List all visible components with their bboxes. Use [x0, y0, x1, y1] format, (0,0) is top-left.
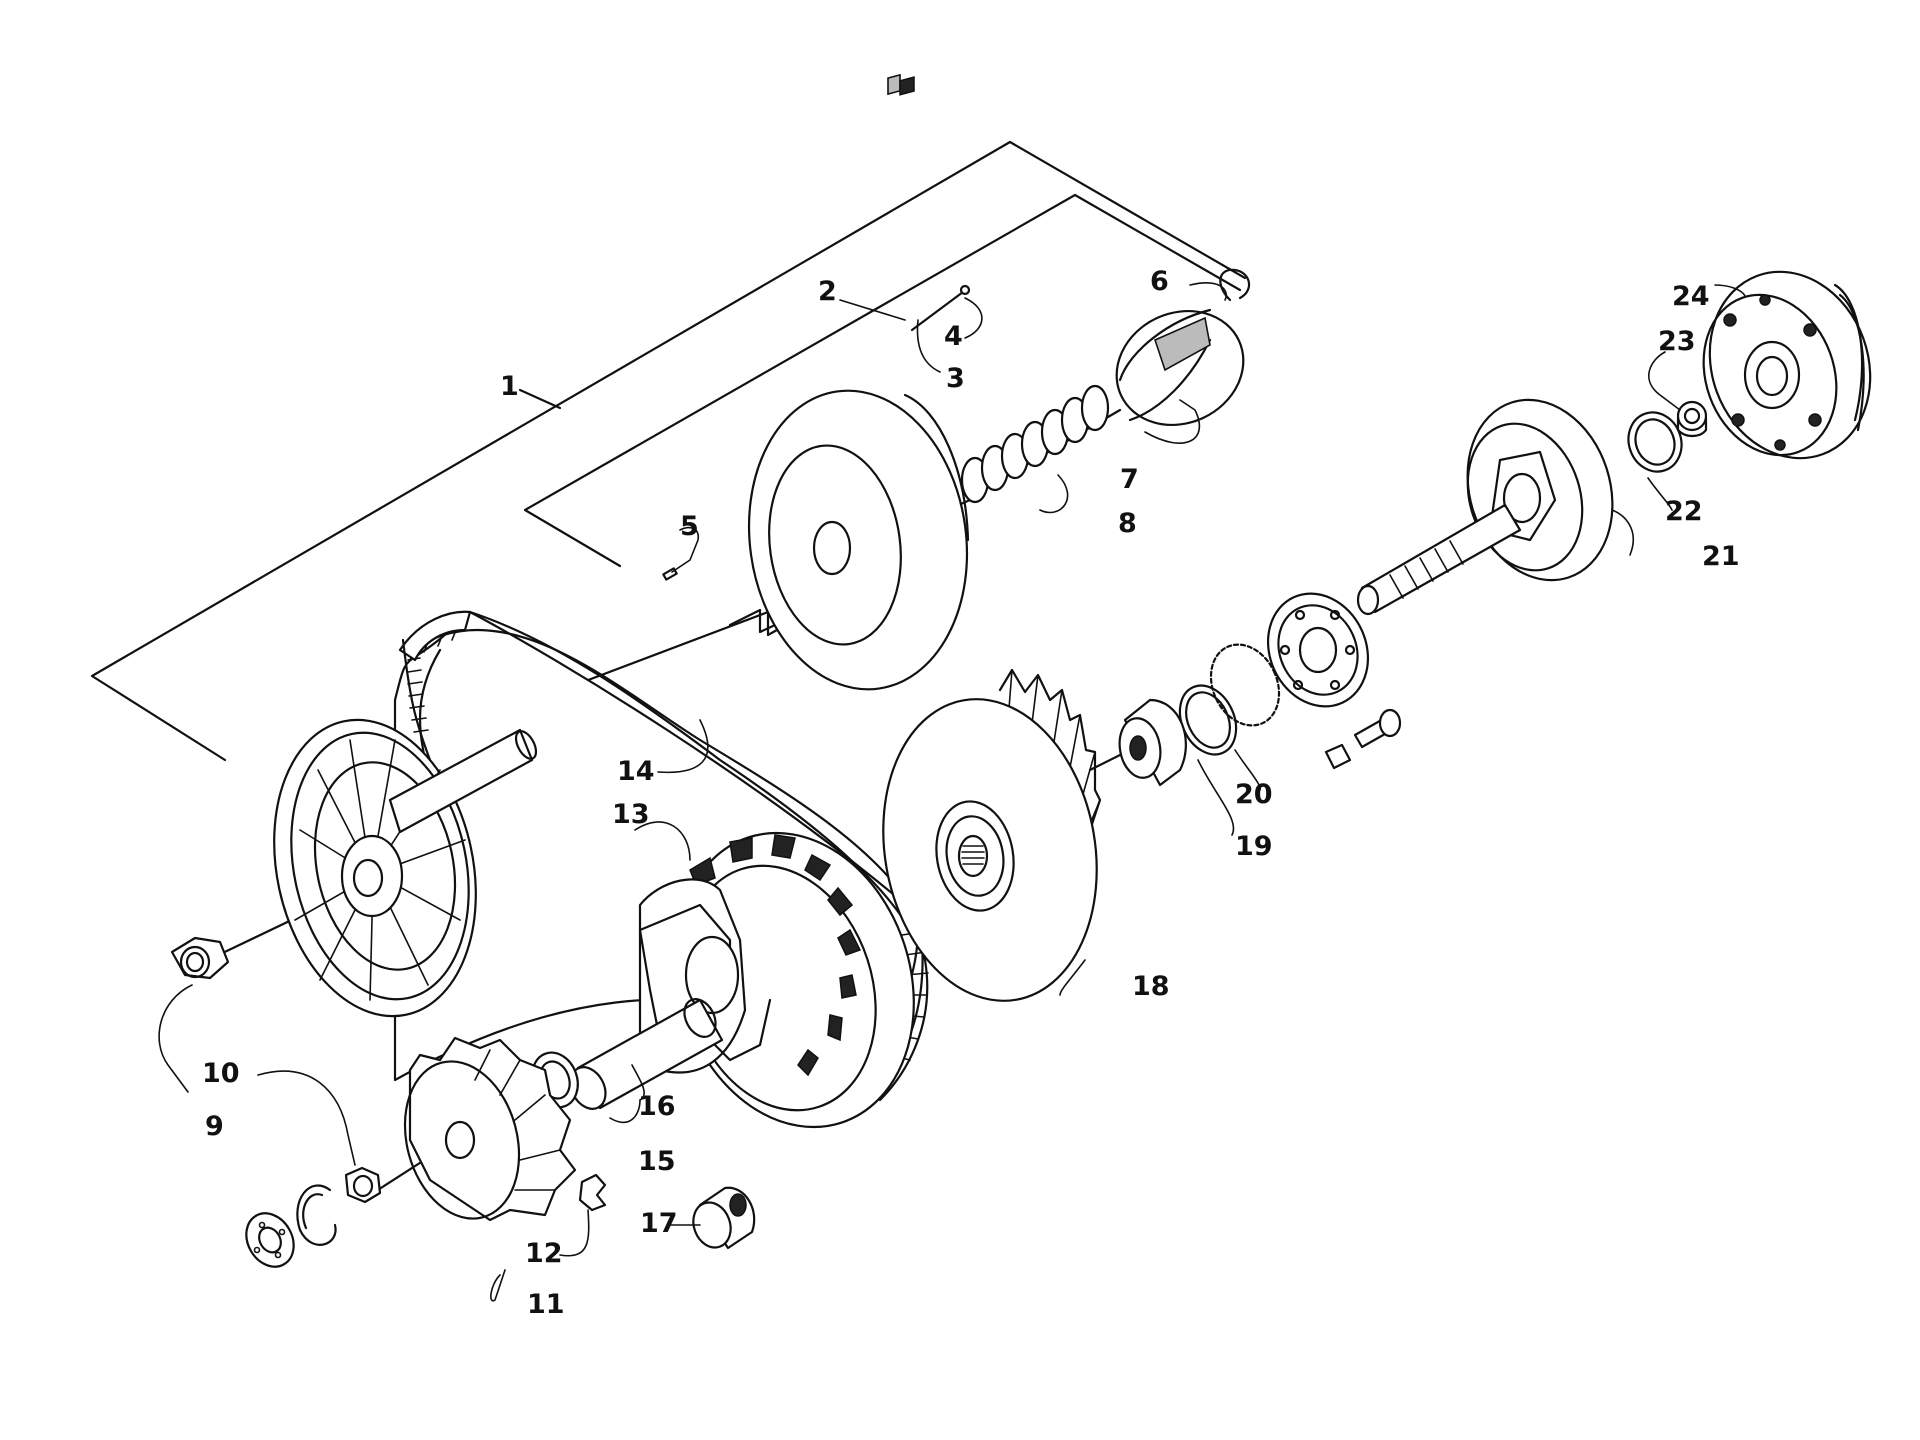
callout-5: 5 [680, 511, 699, 542]
callout-3: 3 [946, 363, 965, 394]
part-16-shaft-sleeve [569, 998, 724, 1110]
bearing-lower [245, 1212, 295, 1268]
part-22-o-ring [1627, 411, 1683, 473]
callout-9: 9 [205, 1111, 224, 1142]
callout-19: 19 [1235, 831, 1273, 862]
part-9-nut [170, 936, 230, 980]
part-23-bushing [1676, 400, 1708, 438]
part-24-clutch-shoe-assembly [1702, 270, 1872, 460]
callout-20: 20 [1235, 779, 1273, 810]
callout-16: 16 [638, 1091, 676, 1122]
callout-labels: 1 2 3 4 5 6 7 8 9 10 11 12 13 14 15 16 1… [202, 266, 1740, 1320]
callout-11: 11 [527, 1289, 565, 1320]
snap-ring-lower [296, 1184, 337, 1246]
callout-22: 22 [1665, 496, 1703, 527]
callout-18: 18 [1132, 971, 1170, 1002]
part-21-clutch-drum-shaft [1356, 398, 1614, 616]
callout-7: 7 [1120, 464, 1139, 495]
callout-4: 4 [944, 321, 963, 352]
callout-2: 2 [818, 276, 837, 307]
part-18-fixed-sheave [882, 668, 1102, 1002]
part-10-nut [344, 1166, 382, 1204]
part-4-screw [910, 284, 971, 332]
callout-1: 1 [500, 371, 519, 402]
bearing [1266, 592, 1370, 708]
part-3-slider-block [887, 73, 915, 96]
callout-leaders [158, 282, 1746, 1302]
callout-8: 8 [1118, 508, 1137, 539]
part-19-spacer [1118, 698, 1187, 787]
bolt-and-nut [1324, 708, 1402, 770]
callout-24: 24 [1672, 281, 1710, 312]
group-bracket-1 [90, 140, 1247, 762]
callout-14: 14 [617, 756, 655, 787]
part-6-snap-ring [1219, 268, 1251, 302]
callout-13: 13 [612, 799, 650, 830]
callout-23: 23 [1658, 326, 1696, 357]
part-7-cam [1115, 308, 1245, 427]
callout-17: 17 [640, 1208, 678, 1239]
part-12-slider [578, 1173, 607, 1212]
driven-pulley [273, 718, 538, 1018]
callout-6: 6 [1150, 266, 1169, 297]
callout-10: 10 [202, 1058, 240, 1089]
part-11-fixed-drive-sheave [403, 1036, 577, 1222]
callout-12: 12 [525, 1238, 563, 1269]
part-8-spring [960, 384, 1110, 504]
group-bracket-2 [523, 193, 1242, 568]
callout-15: 15 [638, 1146, 676, 1177]
part-2-sheave-disc [747, 389, 970, 691]
part-17-needle-bearing [692, 1186, 756, 1250]
callout-21: 21 [1702, 541, 1740, 572]
